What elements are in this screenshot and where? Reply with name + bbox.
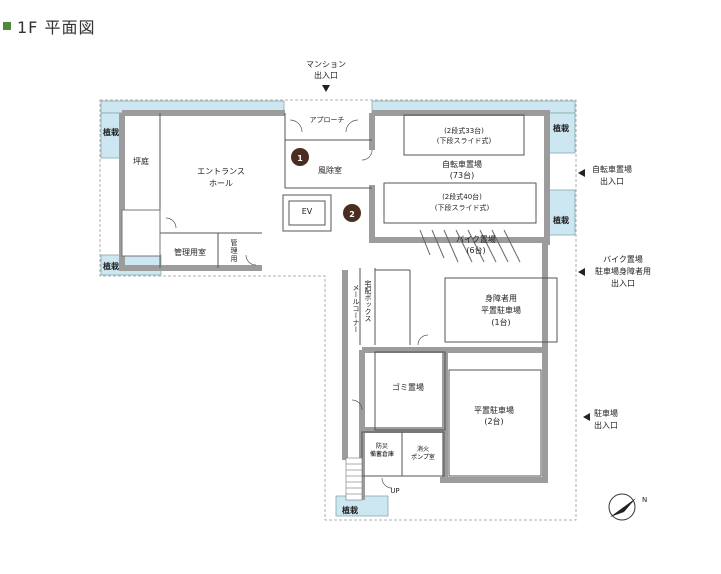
entrance-arrows [322, 85, 590, 421]
parking-entrance-label-2: 出入口 [594, 420, 618, 430]
ev-label: EV [302, 207, 313, 216]
bicycle-entrance-arrow-icon [578, 169, 585, 177]
mansion-entrance-label-2: 出入口 [314, 70, 338, 80]
title-square-icon [3, 22, 11, 30]
bike-top-label-1: (2段式33台) [444, 126, 484, 135]
moto-entrance-label-1: バイク置場 [603, 254, 643, 264]
stairs [345, 457, 363, 501]
moto-label-2: (6台) [466, 245, 485, 255]
entrance-hall-label-1: エントランス [197, 167, 245, 176]
bousai-label-1: 防災 [376, 442, 388, 450]
north-compass-icon: N [608, 493, 647, 521]
moto-entrance-label-2: 駐車場身障者用 [595, 266, 651, 276]
takuhai-label: 宅配ボックス [364, 279, 372, 322]
parking-entrance-label-1: 駐車場 [594, 408, 618, 418]
bike-main-label-2: (73台) [450, 170, 474, 180]
marker-2-label: 2 [349, 210, 355, 219]
parking-entrance-arrow-icon [583, 413, 590, 421]
approach-label: アプローチ [310, 116, 345, 124]
parking-label-2: (2台) [484, 416, 503, 426]
bike-main-label-1: 自転車置場 [442, 159, 482, 169]
planting-label-right-top: 植栽 [552, 123, 569, 133]
pump-label-2: ポンプ室 [411, 453, 435, 461]
kanri-soko-label-2: 理 [231, 247, 238, 255]
marker-2-icon [343, 204, 361, 222]
doors [165, 119, 429, 489]
moto-entrance-label-3: 出入口 [611, 278, 635, 288]
walls [119, 110, 550, 500]
planting-label-left: 植栽 [102, 127, 119, 137]
mansion-entrance-arrow-icon [322, 85, 330, 92]
bike-top-label-2: (下段スライド式) [437, 136, 492, 145]
planting-label-left-bottom: 植栽 [102, 261, 119, 271]
bike-bottom-label-1: (2段式40台) [442, 192, 482, 201]
marker-1-icon [291, 148, 309, 166]
motorbike-stalls [419, 229, 521, 263]
bike-bottom-label-2: (下段スライド式) [435, 203, 490, 212]
site-boundary [99, 99, 577, 521]
moto-label-1: バイク置場 [456, 234, 496, 244]
title-text: 1F 平面図 [17, 18, 96, 37]
kanri-soko-label-3: 用 [231, 255, 238, 263]
planting-label-bottom: 植栽 [341, 505, 358, 515]
up-label: UP [390, 487, 399, 495]
moto-entrance-arrow-icon [578, 268, 585, 276]
planting-right-top [547, 112, 576, 154]
parking-label-1: 平置駐車場 [474, 405, 514, 415]
garbage-label: ゴミ置場 [392, 382, 424, 392]
kanri-soko-label-1: 管 [231, 238, 238, 247]
kanri-yoshitsu-label: 管理用室 [174, 247, 206, 257]
handicap-parking-label-2: 平置駐車場 [481, 305, 521, 315]
fuujoshitsu-label: 風除室 [318, 165, 342, 175]
marker-1-label: 1 [297, 154, 303, 163]
handicap-parking-label-1: 身障者用 [485, 293, 517, 303]
bicycle-entrance-label-2: 出入口 [600, 176, 624, 186]
tsuboniwa-label: 坪庭 [133, 156, 149, 166]
mail-label: メールコーナー [352, 284, 360, 333]
interior-walls [121, 113, 558, 477]
planting-label-right-mid: 植栽 [552, 215, 569, 225]
bicycle-entrance-label-1: 自転車置場 [592, 164, 632, 174]
north-label: N [642, 496, 647, 504]
plan-title: 1F 平面図 [3, 14, 95, 38]
entrance-hall-label-2: ホール [209, 179, 233, 188]
room-labels: マンション 出入口 アプローチ 風除室 エントランス ホール 坪庭 EV 管理用… [102, 60, 651, 515]
handicap-parking-label-3: (1台) [491, 317, 510, 327]
pump-label-1: 消火 [417, 445, 429, 453]
bousai-label-2: 備蓄倉庫 [370, 450, 394, 458]
mansion-entrance-label-1: マンション [306, 60, 346, 69]
planting-right-mid [547, 189, 576, 236]
